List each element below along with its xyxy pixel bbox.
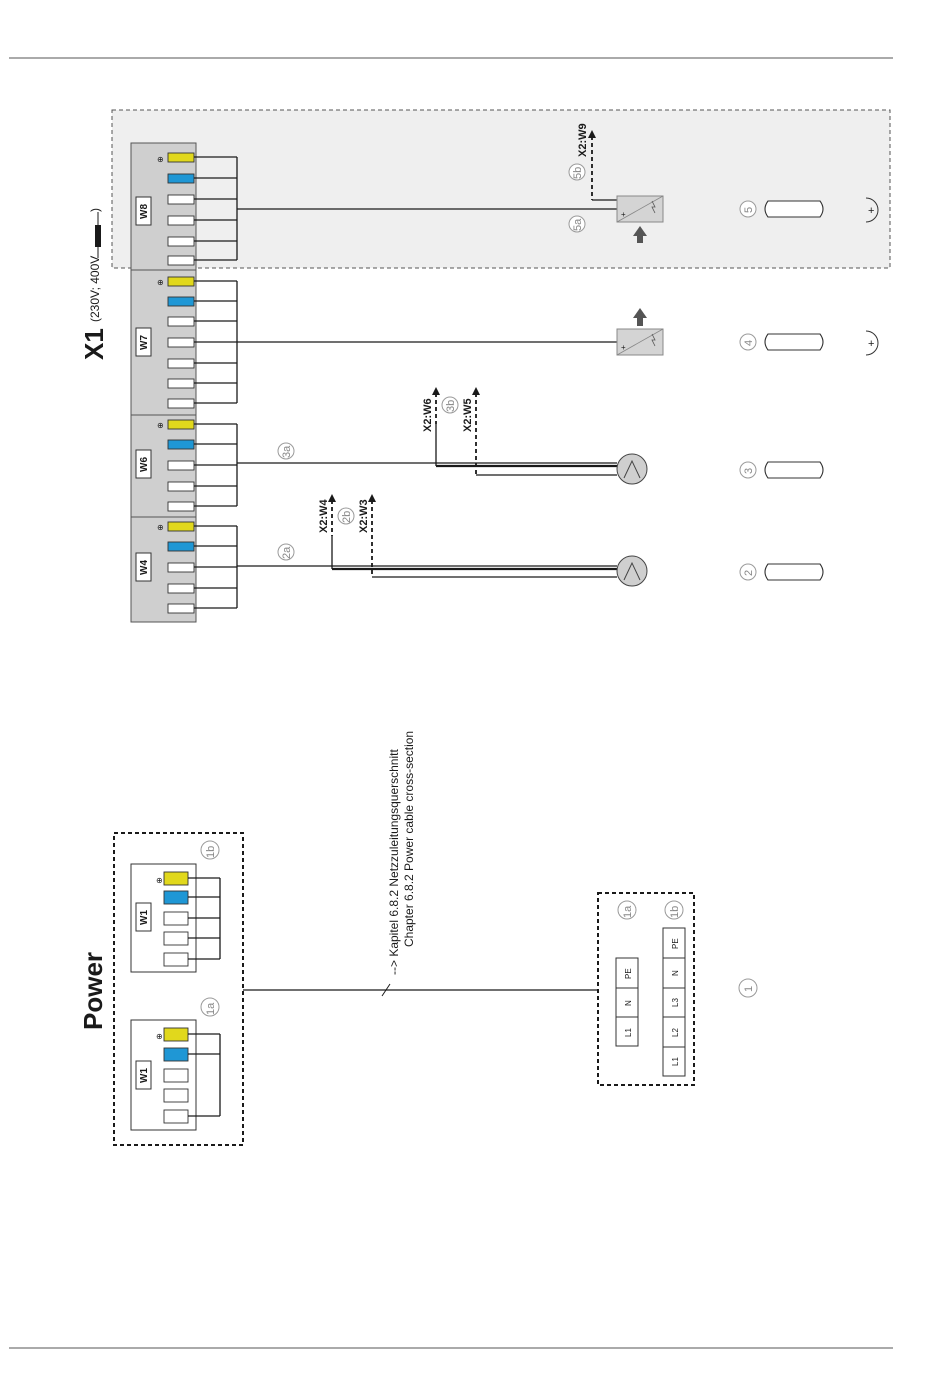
svg-text:5: 5 bbox=[743, 207, 755, 213]
motor-w6 bbox=[617, 454, 647, 484]
label-x2w4: X2:W4 bbox=[318, 499, 330, 534]
module-w8: W8 ⊕ bbox=[131, 143, 196, 270]
module-w1a-label: W1 bbox=[139, 1068, 150, 1083]
module-w8-label: W8 bbox=[139, 204, 150, 219]
motor-w4 bbox=[617, 556, 647, 586]
item-1: 1 bbox=[739, 979, 757, 997]
ground-symbol: ⊕ bbox=[157, 278, 164, 287]
svg-text:5b: 5b bbox=[572, 167, 584, 179]
marker-2a: 2a bbox=[278, 544, 294, 560]
plus-sign: + bbox=[621, 210, 626, 219]
label-x2w9: X2:W9 bbox=[577, 123, 589, 157]
power-title: Power bbox=[78, 952, 108, 1030]
plus-sign: + bbox=[621, 343, 626, 352]
svg-text:3a: 3a bbox=[281, 445, 293, 458]
module-w4-label: W4 bbox=[139, 560, 150, 575]
supply-3ph-pe: PE bbox=[671, 938, 680, 949]
supply-3ph-n: N bbox=[671, 970, 680, 976]
note-line1: --> Kapitel 6.8.2 Netzzuleitungsquerschn… bbox=[387, 749, 401, 975]
item-4: 4 bbox=[740, 334, 823, 350]
module-w7: W7 ⊕ bbox=[131, 270, 196, 415]
module-w6: W6 ⊕ bbox=[131, 415, 196, 517]
x1-voltage-end: ) bbox=[88, 208, 102, 212]
plus-circle-icon: + bbox=[866, 331, 878, 355]
marker-3a: 3a bbox=[278, 443, 294, 459]
module-w1a: W1 ⊕ bbox=[131, 1020, 220, 1130]
supply-1ph-l1: L1 bbox=[624, 1028, 633, 1037]
ground-symbol: ⊕ bbox=[157, 523, 164, 532]
cable-icon bbox=[95, 212, 101, 258]
module-w4: W4 ⊕ bbox=[131, 517, 196, 622]
module-w1b-label: W1 bbox=[139, 910, 150, 925]
ground-symbol: ⊕ bbox=[157, 421, 164, 430]
supply-3ph-l1: L1 bbox=[671, 1057, 680, 1066]
supply-3ph-l3: L3 bbox=[671, 998, 680, 1007]
module-w7-label: W7 bbox=[139, 335, 150, 350]
ground-symbol: ⊕ bbox=[157, 155, 164, 164]
x1-voltage: (230V; 400V bbox=[88, 256, 102, 322]
marker-1a-power: 1a bbox=[201, 998, 219, 1016]
w8-zone bbox=[112, 110, 890, 268]
supply-1ph-pe: PE bbox=[624, 968, 633, 979]
converter-w7: + bbox=[617, 308, 663, 355]
svg-text:2: 2 bbox=[743, 570, 755, 576]
svg-text:1: 1 bbox=[743, 986, 755, 992]
svg-text:5a: 5a bbox=[572, 218, 584, 231]
ground-symbol: ⊕ bbox=[156, 876, 163, 885]
supply-3ph-l2: L2 bbox=[671, 1028, 680, 1037]
svg-text:2b: 2b bbox=[341, 511, 353, 523]
supply-1ph-n: N bbox=[624, 1000, 633, 1006]
marker-1b-power: 1b bbox=[201, 841, 219, 859]
svg-text:2a: 2a bbox=[281, 546, 293, 559]
marker-1a-supply: 1a bbox=[618, 901, 636, 919]
svg-text:4: 4 bbox=[743, 340, 755, 346]
marker-3b: 3b bbox=[442, 397, 458, 413]
note-line2: Chapter 6.8.2 Power cable cross-section bbox=[402, 731, 416, 947]
svg-text:+: + bbox=[868, 205, 874, 217]
label-x2w6: X2:W6 bbox=[422, 398, 434, 432]
item-5: 5 bbox=[740, 201, 823, 217]
arrow-up-icon bbox=[633, 308, 647, 326]
svg-text:1b: 1b bbox=[669, 906, 681, 918]
x1-title: X1 bbox=[79, 328, 109, 360]
module-w6-label: W6 bbox=[139, 457, 150, 472]
marker-2b: 2b bbox=[338, 508, 354, 524]
marker-1b-supply: 1b bbox=[665, 901, 683, 919]
svg-text:1a: 1a bbox=[205, 1002, 217, 1015]
label-x2w5: X2:W5 bbox=[462, 398, 474, 432]
module-w1b: W1 ⊕ bbox=[131, 864, 220, 972]
supply-single-phase: L1 N PE bbox=[616, 958, 638, 1046]
ground-symbol: ⊕ bbox=[156, 1032, 163, 1041]
svg-text:+: + bbox=[868, 338, 874, 350]
svg-text:3: 3 bbox=[743, 468, 755, 474]
svg-text:1b: 1b bbox=[205, 846, 217, 858]
item-3: 3 bbox=[740, 462, 823, 478]
supply-three-phase: L1 L2 L3 N PE bbox=[663, 928, 685, 1076]
label-x2w3: X2:W3 bbox=[358, 499, 370, 533]
svg-text:3b: 3b bbox=[445, 400, 457, 412]
svg-text:1a: 1a bbox=[622, 905, 634, 918]
marker-5b: 5b bbox=[569, 164, 585, 180]
marker-5a: 5a bbox=[569, 216, 585, 232]
item-2: 2 bbox=[740, 564, 823, 580]
